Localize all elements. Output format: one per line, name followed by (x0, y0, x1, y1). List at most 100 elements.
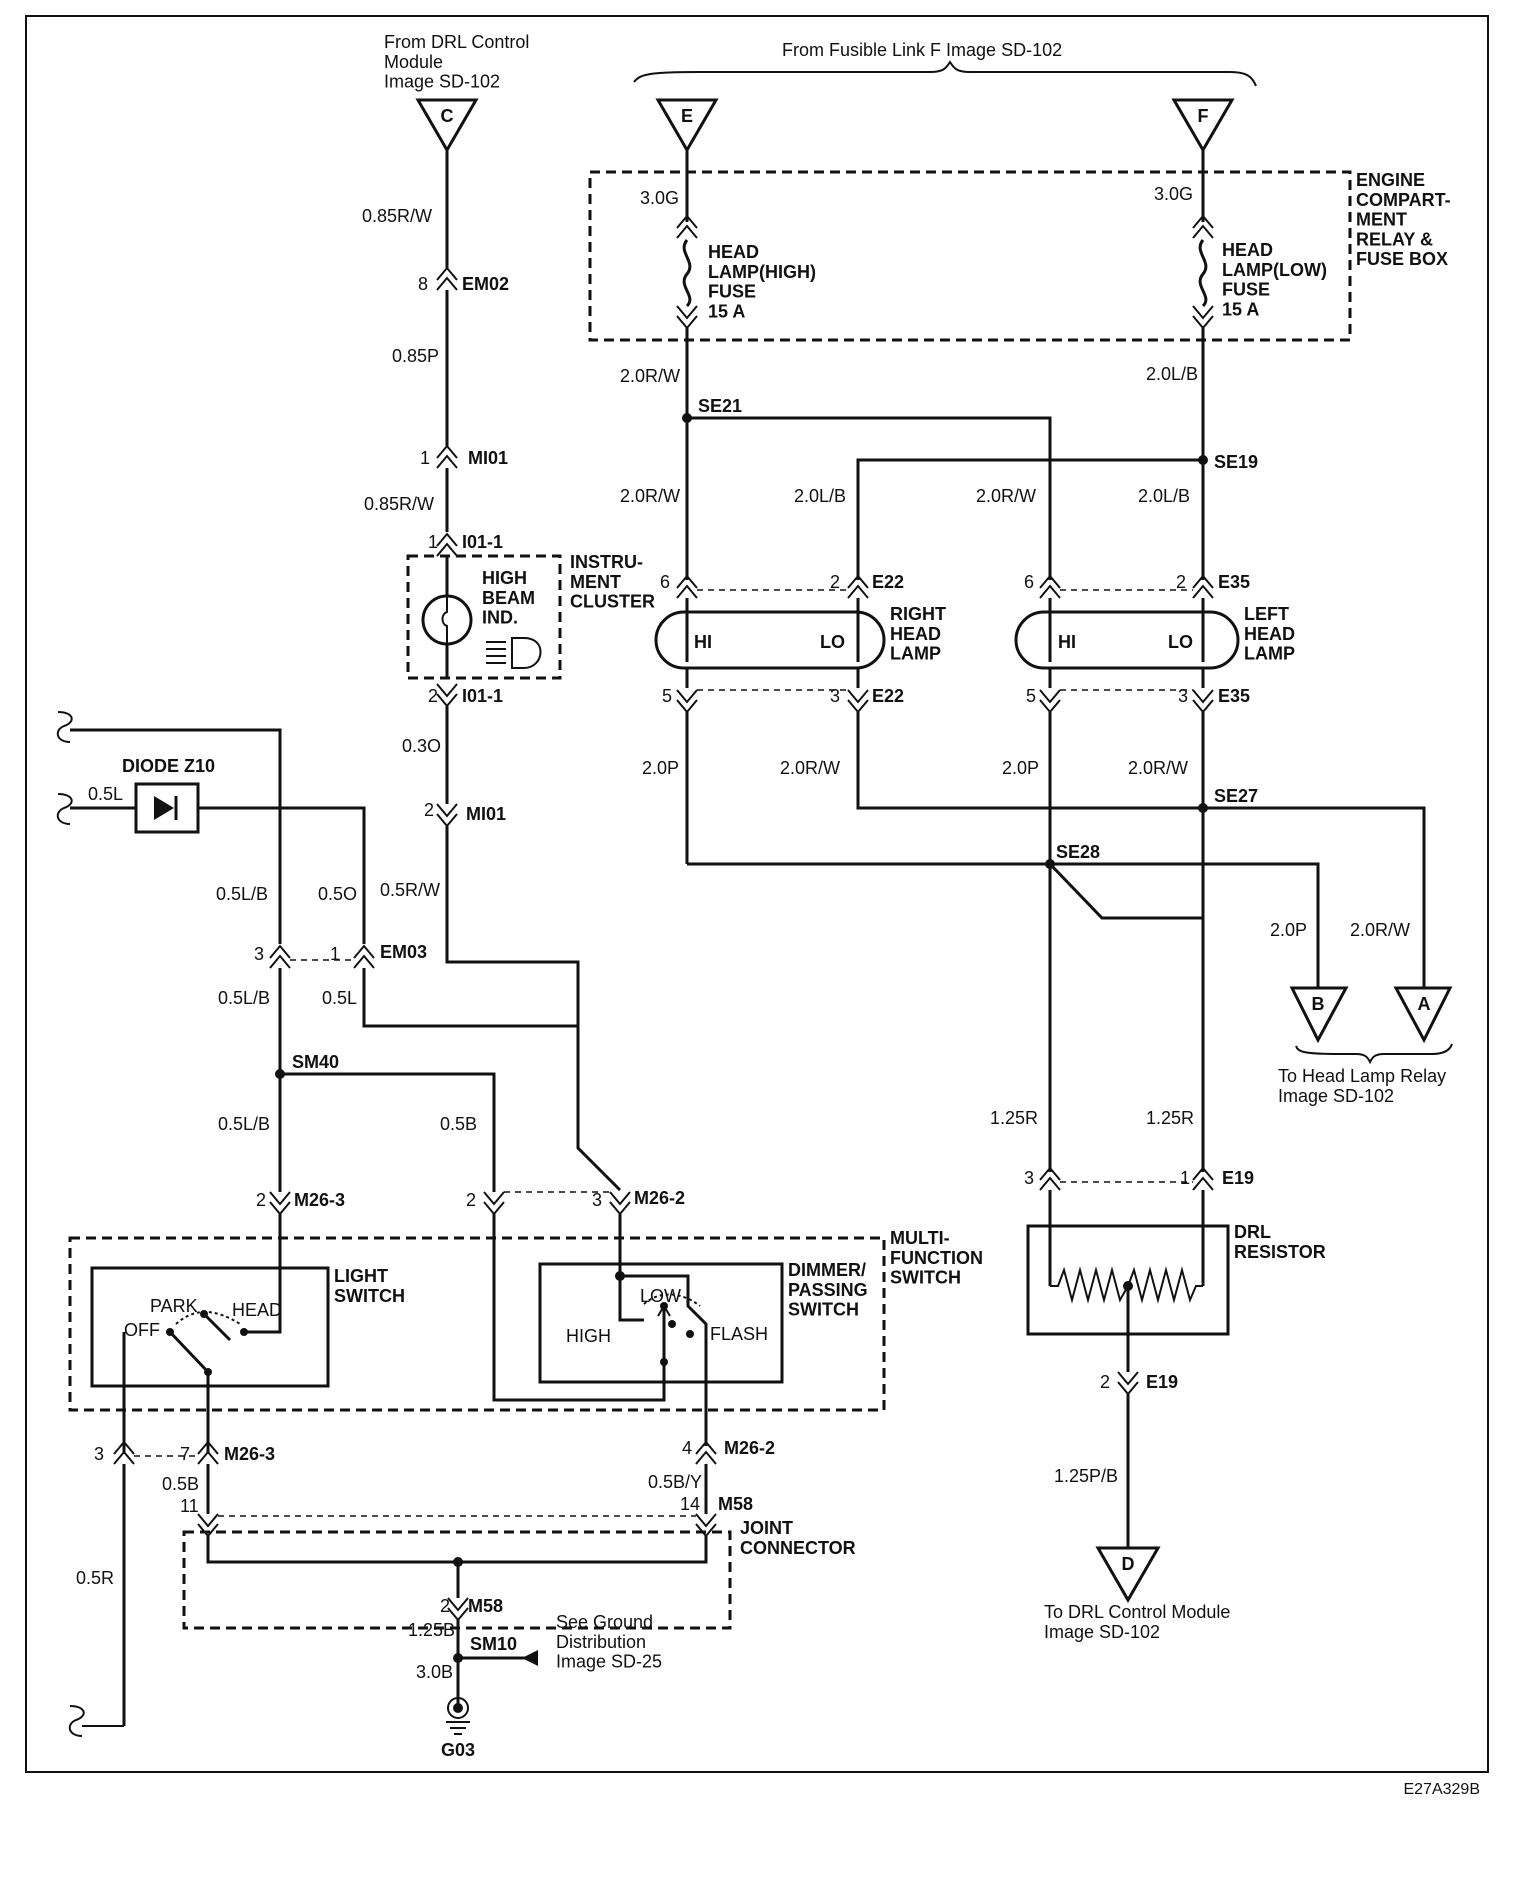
rhl-connector-bot-lo (847, 689, 869, 714)
source-fusible-link: From Fusible Link F Image SD-102 (782, 40, 1062, 60)
wire-label-f-fuse: 3.0G (1154, 184, 1193, 204)
pin-m26-2-r: 3 (592, 1190, 602, 1210)
wire-se28-to-b (1050, 862, 1320, 988)
wire-em03-r-down (362, 968, 578, 1028)
pin-e19-r: 1 (1180, 1168, 1190, 1188)
pin-e22-hi-top: 6 (660, 572, 670, 592)
pin-e22-hi-bot: 5 (662, 686, 672, 706)
wire-label-ground: 3.0B (416, 1662, 453, 1682)
rhl-connector-bot-hi (676, 689, 698, 714)
pin-e22-lo-top: 2 (830, 572, 840, 592)
splice-se19-label: SE19 (1214, 452, 1258, 472)
connector-i01-1-b: I01-1 (462, 686, 503, 706)
dimmer-low-return (492, 1214, 666, 1402)
light-switch-head-contact (240, 1328, 248, 1336)
wire-label-fuse-low-out: 2.0L/B (1146, 364, 1198, 384)
break-mark-top-1 (56, 711, 73, 743)
splice-se27-label: SE27 (1214, 786, 1258, 806)
terminal-f-label: F (1198, 106, 1209, 126)
terminal-b-label: B (1312, 994, 1325, 1014)
lhl-connector-top-hi (1039, 574, 1061, 599)
pin-m58-l: 11 (180, 1496, 199, 1516)
dimmer-arc (643, 1293, 701, 1307)
drl-connector-bottom (1117, 1371, 1139, 1396)
dimmer-arrow (657, 1304, 671, 1317)
wire-label-lhl-hi-out: 2.0P (1002, 758, 1039, 778)
pin-m26-3-r: 7 (180, 1444, 190, 1464)
wire-label-light-sw-3: 0.5R (76, 1568, 114, 1588)
wire-label-light-sw-out: 0.5B (162, 1474, 199, 1494)
dimmer-switch-box (538, 1262, 784, 1384)
high-beam-icon (486, 637, 542, 669)
light-switch-arm-2 (202, 1312, 232, 1342)
ground-distribution-arrow (522, 1650, 538, 1666)
connector-mi01-b-sym (436, 803, 458, 828)
connector-em03: EM03 (380, 942, 427, 962)
wire-label-res-l: 1.25R (990, 1108, 1038, 1128)
wire-left-top (70, 728, 282, 944)
lhl-connector-bot-lo (1192, 689, 1214, 714)
connector-m26-3-b: M26-3 (224, 1444, 275, 1464)
connector-m26-2-a: M26-2 (634, 1188, 685, 1208)
wire-label-em03-r-bot: 0.5L (322, 988, 357, 1008)
wire-se27-to-a (1203, 806, 1426, 988)
wire-label-rhl-hi-in: 2.0R/W (620, 486, 680, 506)
pin-em02: 8 (418, 274, 428, 294)
high-beam-ind-filament (441, 596, 448, 644)
light-switch-head: HEAD (232, 1300, 282, 1320)
wire-label-lhl-hi-in: 2.0R/W (976, 486, 1036, 506)
drl-connector-top-r (1192, 1166, 1214, 1191)
head-lamp-relay-brace (1295, 1043, 1453, 1065)
diode-label: DIODE Z10 (122, 756, 215, 776)
wire-label-m58-out: 1.25B (408, 1620, 455, 1640)
wire-label-mi01-i01: 0.85R/W (364, 494, 434, 514)
dimmer-high: HIGH (566, 1326, 611, 1346)
light-switch-park: PARK (150, 1296, 198, 1316)
connector-i01-1-a-sym (436, 532, 458, 557)
wire-label-fuse-high-out: 2.0R/W (620, 366, 680, 386)
multi-function-switch-outline (68, 1236, 886, 1412)
terminal-a-label: A (1418, 994, 1431, 1014)
lhl-hi-label: HI (1058, 632, 1076, 652)
connector-mi01-a-sym (436, 444, 458, 469)
pin-e35-hi-bot: 5 (1026, 686, 1036, 706)
splice-se21-label: SE21 (698, 396, 742, 416)
terminal-a (1393, 986, 1453, 1044)
connector-i01-1-a: I01-1 (462, 532, 503, 552)
pin-m58-r: 14 (680, 1494, 700, 1514)
splice-sm10-label: SM10 (470, 1634, 517, 1654)
connector-m58-a: M58 (718, 1494, 753, 1514)
pin-m58-b: 2 (440, 1596, 450, 1616)
wire-label-c-out: 0.85R/W (362, 206, 432, 226)
break-mark-bottom (68, 1705, 85, 1737)
diode-symbol (154, 796, 174, 820)
fuse-low-connector-bottom (1192, 305, 1214, 330)
connector-mi01-b: MI01 (466, 804, 506, 824)
wire-label-to-d: 1.25P/B (1054, 1466, 1118, 1486)
connector-m26-2-r-sym (609, 1191, 631, 1216)
pin-e22-lo-bot: 3 (830, 686, 840, 706)
wire-label-mi01-m26: 0.5R/W (380, 880, 440, 900)
wire-mi01-m26 (445, 826, 622, 1192)
fuse-high-connector-top (676, 214, 698, 239)
connector-m26-3-a-sym (269, 1191, 291, 1216)
pin-e35-lo-bot: 3 (1178, 686, 1188, 706)
wire-label-rhl-lo-in: 2.0L/B (794, 486, 846, 506)
light-switch-arm-1 (168, 1330, 210, 1374)
terminal-d (1095, 1546, 1161, 1604)
pin-mi01-b: 2 (424, 800, 434, 820)
rhl-connector-top-lo (847, 574, 869, 599)
connector-m26-3-l-sym (113, 1440, 135, 1465)
dimmer-flash-branch (620, 1274, 708, 1344)
wire-label-rhl-hi-out: 2.0P (642, 758, 679, 778)
wire-label-sm40-right: 0.5B (440, 1114, 477, 1134)
terminal-e-label: E (681, 106, 693, 126)
